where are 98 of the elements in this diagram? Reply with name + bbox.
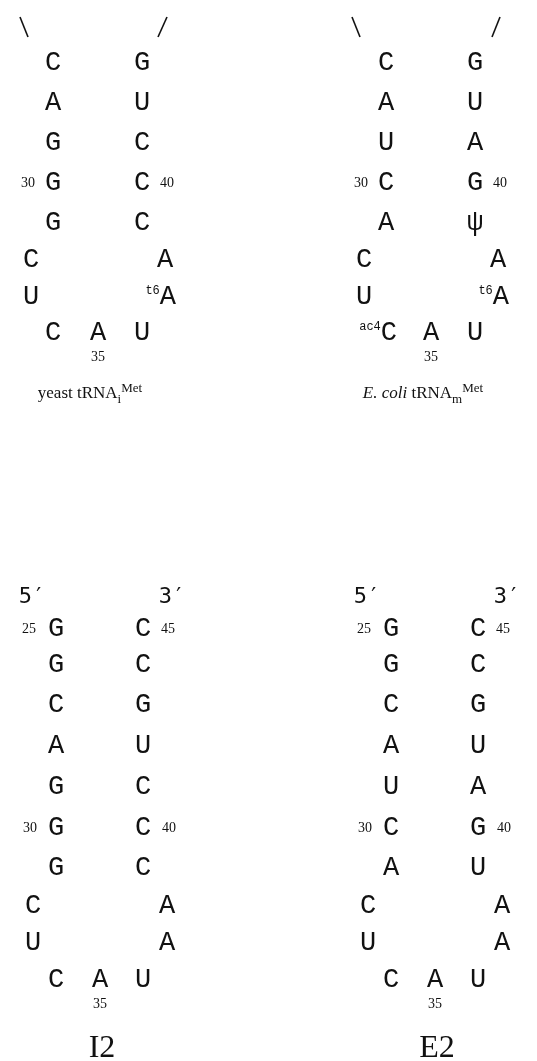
nucleotide-letter: A — [493, 929, 511, 957]
nucleotide-letter: A — [158, 929, 176, 957]
nucleotide-letter: G — [47, 651, 65, 679]
strand-end-label: 3′ — [493, 585, 521, 607]
nucleotide-letter: A — [466, 129, 484, 157]
nucleotide-letter: A — [426, 966, 444, 994]
nucleotide-letter: C — [134, 814, 152, 842]
nucleotide-letter: C — [469, 651, 487, 679]
nucleotide-letter: G — [466, 169, 484, 197]
nucleotide-letter: C — [359, 892, 377, 920]
position-number: 30 — [23, 821, 37, 835]
nucleotide-letter: ψ — [466, 209, 484, 237]
nucleotide-letter: A — [377, 89, 395, 117]
nucleotide-letter: C — [133, 169, 151, 197]
position-number: 45 — [161, 622, 175, 636]
nucleotide-letter: G — [466, 49, 484, 77]
nucleotide-letter: U — [382, 773, 400, 801]
nucleotide-letter: G — [133, 49, 151, 77]
nucleotide-letter: C — [47, 966, 65, 994]
position-number: 35 — [428, 997, 442, 1011]
nucleotide-letter: C — [382, 814, 400, 842]
nucleotide-letter: $^{t6}$A — [145, 283, 176, 311]
nucleotide-letter: G — [47, 773, 65, 801]
nucleotide-letter: G — [382, 615, 400, 643]
nucleotide-letter: A — [158, 892, 176, 920]
nucleotide-letter: A — [469, 773, 487, 801]
nucleotide-letter: C — [44, 49, 62, 77]
nucleotide-letter: C — [377, 49, 395, 77]
nucleotide-letter: U — [133, 89, 151, 117]
nucleotide-letter: G — [44, 169, 62, 197]
nucleotide-letter: U — [355, 283, 373, 311]
position-number: 35 — [424, 350, 438, 364]
strand-end-label: 5′ — [18, 585, 46, 607]
nucleotide-letter: U — [466, 89, 484, 117]
nucleotide-letter: U — [134, 966, 152, 994]
position-number: 35 — [91, 350, 105, 364]
position-number: 40 — [493, 176, 507, 190]
nucleotide-letter: C — [382, 691, 400, 719]
position-number: 40 — [160, 176, 174, 190]
nucleotide-letter: U — [377, 129, 395, 157]
nucleotide-letter: A — [422, 319, 440, 347]
nucleotide-letter: A — [91, 966, 109, 994]
nucleotide-letter: A — [382, 732, 400, 760]
nucleotide-letter: $^{ac4}$C — [359, 319, 397, 347]
nucleotide-letter: G — [47, 854, 65, 882]
nucleotide-letter: C — [134, 854, 152, 882]
position-number: 25 — [357, 622, 371, 636]
nucleotide-letter: U — [469, 966, 487, 994]
nucleotide-letter: A — [382, 854, 400, 882]
nucleotide-letter: A — [377, 209, 395, 237]
nucleotide-letter: C — [22, 246, 40, 274]
position-number: 40 — [162, 821, 176, 835]
nucleotide-letter: A — [156, 246, 174, 274]
nucleotide-letter: G — [44, 209, 62, 237]
nucleotide-letter: G — [469, 814, 487, 842]
nucleotide-letter: U — [134, 732, 152, 760]
nucleotide-letter: G — [469, 691, 487, 719]
nucleotide-letter: A — [493, 892, 511, 920]
nucleotide-letter: C — [134, 651, 152, 679]
strand-end-label: 3′ — [158, 585, 186, 607]
strand-end-label: 5′ — [353, 585, 381, 607]
nucleotide-letter: A — [89, 319, 107, 347]
nucleotide-letter: C — [377, 169, 395, 197]
nucleotide-letter: C — [47, 691, 65, 719]
nucleotide-letter: U — [24, 929, 42, 957]
position-number: 35 — [93, 997, 107, 1011]
position-number: 40 — [497, 821, 511, 835]
position-number: 30 — [358, 821, 372, 835]
nucleotide-letter: C — [134, 615, 152, 643]
position-number: 30 — [21, 176, 35, 190]
position-number: 45 — [496, 622, 510, 636]
nucleotide-letter: $^{t6}$A — [478, 283, 509, 311]
nucleotide-letter: C — [382, 966, 400, 994]
nucleotide-letter: A — [47, 732, 65, 760]
nucleotide-letter: U — [469, 854, 487, 882]
nucleotide-letter: G — [134, 691, 152, 719]
nucleotide-letter: A — [489, 246, 507, 274]
nucleotide-letter: C — [24, 892, 42, 920]
nucleotide-letter: G — [44, 129, 62, 157]
nucleotide-letter: G — [382, 651, 400, 679]
nucleotide-letter: U — [133, 319, 151, 347]
nucleotide-letter: C — [134, 773, 152, 801]
position-number: 30 — [354, 176, 368, 190]
nucleotide-letter: U — [466, 319, 484, 347]
nucleotide-letter: C — [133, 209, 151, 237]
nucleotide-letter: A — [44, 89, 62, 117]
nucleotide-letter: U — [22, 283, 40, 311]
nucleotide-letter: C — [44, 319, 62, 347]
nucleotide-letter: U — [469, 732, 487, 760]
nucleotide-letter: G — [47, 615, 65, 643]
position-number: 25 — [22, 622, 36, 636]
nucleotide-letter: C — [355, 246, 373, 274]
nucleotide-letter: U — [359, 929, 377, 957]
nucleotide-letter: G — [47, 814, 65, 842]
caption: E2 — [419, 1030, 455, 1061]
caption: I2 — [88, 1030, 116, 1061]
nucleotide-letter: C — [133, 129, 151, 157]
nucleotide-letter: C — [469, 615, 487, 643]
